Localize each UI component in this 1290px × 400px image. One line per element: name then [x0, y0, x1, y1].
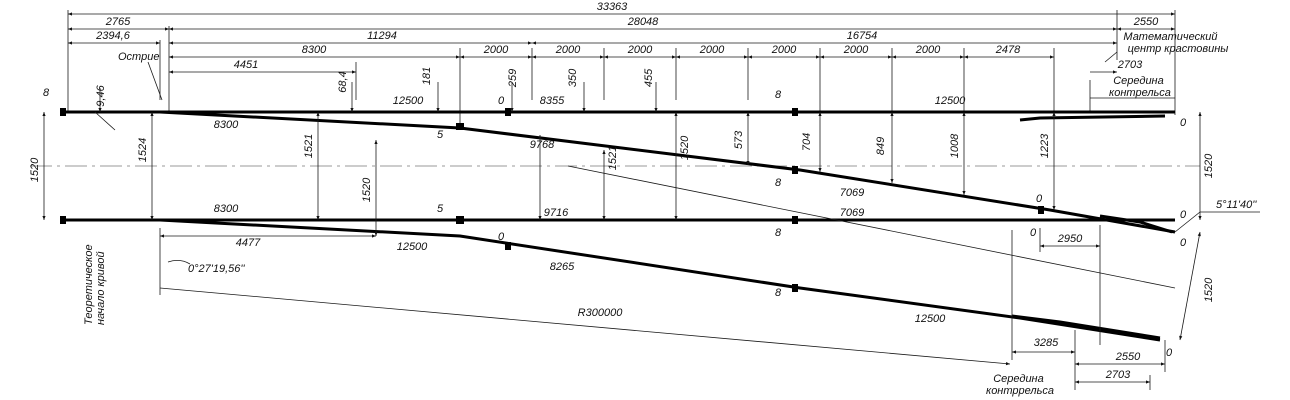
rail-9716: 9716	[544, 207, 569, 219]
offset-zero-h: 0	[1166, 347, 1173, 359]
dim-2703-top: 2703	[1117, 59, 1143, 71]
rail-12500-b: 12500	[935, 95, 966, 107]
rail-12500-c: 12500	[397, 241, 428, 253]
annotations: Острие Математический центр крастовины С…	[118, 31, 1228, 112]
offset-zero-g: 0	[1180, 237, 1187, 249]
label-math-center-line2: центр крастовины	[1128, 43, 1229, 55]
rail-8300-a: 8300	[214, 119, 239, 131]
rail-2550: 2550	[1115, 351, 1141, 363]
label-angle-frog: 5°11'40''	[1216, 199, 1257, 211]
offset-1520-right-lower: 1520	[1203, 277, 1215, 302]
offset-1223: 1223	[1039, 133, 1051, 158]
rail-3285: 3285	[1034, 337, 1059, 349]
offset-1008: 1008	[949, 133, 961, 158]
rail-7069-b: 7069	[840, 207, 864, 219]
offset-dimension-labels: 1520 1524 9,46 1521 68,4 1520 181 259 35…	[29, 67, 1215, 359]
rails	[60, 108, 1176, 342]
label-middle-guardrail-bottom-line2: контррельса	[986, 385, 1054, 397]
dim-2000-g: 2000	[915, 44, 941, 56]
rail-2703: 2703	[1105, 369, 1131, 381]
offset-1520-right: 1520	[1203, 153, 1215, 178]
offset-1521-b: 1521	[607, 146, 619, 170]
rail-length-labels: 12500 8355 12500 8300 5 9768 8 8 7069 83…	[214, 89, 1141, 381]
rail-5-b: 5	[437, 203, 444, 215]
dim-2765: 2765	[105, 16, 131, 28]
top-dimension-lines	[67, 10, 1176, 125]
dim-2550: 2550	[1133, 16, 1159, 28]
label-ostrie: Острие	[118, 51, 159, 63]
rail-4477: 4477	[236, 237, 261, 249]
label-theoretical-start-line2: начало кривой	[95, 251, 107, 325]
label-theoretical-start-line1: Теоретическое	[83, 244, 95, 325]
dim-2000-f: 2000	[843, 44, 869, 56]
offset-684: 68,4	[337, 71, 349, 92]
offset-1520-b: 1520	[361, 177, 373, 202]
dim-2000-d: 2000	[699, 44, 725, 56]
offset-455: 455	[643, 68, 655, 87]
dim-2478: 2478	[995, 44, 1021, 56]
offset-1520-c: 1520	[679, 135, 691, 160]
label-middle-guardrail-line1: Середина	[1113, 75, 1164, 87]
rail-8355: 8355	[540, 95, 565, 107]
rail-9768: 9768	[530, 139, 555, 151]
offset-946: 9,46	[95, 84, 107, 106]
dim-2000-a: 2000	[483, 44, 509, 56]
offset-1520-left: 1520	[29, 157, 41, 182]
dim-2394: 2394,6	[95, 30, 131, 42]
offset-zero-f: 0	[1180, 209, 1187, 221]
label-angle-start: 0°27'19,56''	[188, 263, 245, 275]
dim-2000-e: 2000	[771, 44, 797, 56]
rail-8-b: 8	[775, 177, 782, 189]
offset-zero-e: 0	[1180, 117, 1187, 129]
offset-1524: 1524	[137, 138, 149, 162]
label-middle-guardrail-bottom-line1: Середина	[993, 373, 1044, 385]
rail-8265: 8265	[550, 261, 575, 273]
label-theoretical-start: Теоретическое начало кривой	[83, 241, 107, 325]
offset-704: 704	[801, 133, 813, 151]
rail-8-a: 8	[775, 89, 782, 101]
offset-1521-a: 1521	[303, 134, 315, 158]
rail-8-c: 8	[775, 227, 782, 239]
dim-11294: 11294	[367, 30, 397, 42]
label-radius: R300000	[578, 307, 624, 319]
dim-4451: 4451	[234, 59, 258, 71]
bottom-annotations: 0°27'19,56'' R300000 5°11'40'' Середина …	[83, 199, 1257, 397]
dim-8-left: 8	[43, 87, 50, 99]
label-middle-guardrail: Середина контрельса	[1109, 75, 1171, 99]
offset-259: 259	[507, 69, 519, 88]
rail-2950: 2950	[1057, 233, 1083, 245]
offset-zero-d: 0	[1030, 227, 1037, 239]
label-math-center: Математический центр крастовины	[1123, 31, 1228, 55]
offset-350: 350	[567, 68, 579, 87]
rail-12500-a: 12500	[393, 95, 424, 107]
rail-8-d: 8	[775, 287, 782, 299]
dim-2000-b: 2000	[555, 44, 581, 56]
dim-16754: 16754	[847, 30, 878, 42]
offset-573: 573	[733, 130, 745, 149]
label-math-center-line1: Математический	[1123, 31, 1217, 43]
offset-zero-a: 0	[498, 95, 505, 107]
offset-zero-c: 0	[1036, 193, 1043, 205]
rail-8300-b: 8300	[214, 203, 239, 215]
rail-5-a: 5	[437, 129, 444, 141]
top-dimension-labels: 33363 2765 28048 2550 2394,6 11294 16754…	[43, 1, 1159, 99]
offset-zero-b: 0	[498, 231, 505, 243]
offset-849: 849	[875, 137, 887, 155]
offset-181: 181	[421, 67, 433, 85]
rail-12500-d: 12500	[915, 313, 946, 325]
dim-2000-c: 2000	[627, 44, 653, 56]
dim-8300-top: 8300	[302, 44, 327, 56]
offset-dimension-lines	[42, 82, 1202, 341]
dim-33363: 33363	[597, 1, 628, 13]
label-middle-guardrail-bottom: Середина контррельса	[986, 373, 1054, 397]
dim-28048: 28048	[627, 16, 659, 28]
bottom-dimension-lines	[94, 111, 1260, 390]
rail-7069-a: 7069	[840, 187, 864, 199]
label-middle-guardrail-line2: контрельса	[1109, 87, 1171, 99]
